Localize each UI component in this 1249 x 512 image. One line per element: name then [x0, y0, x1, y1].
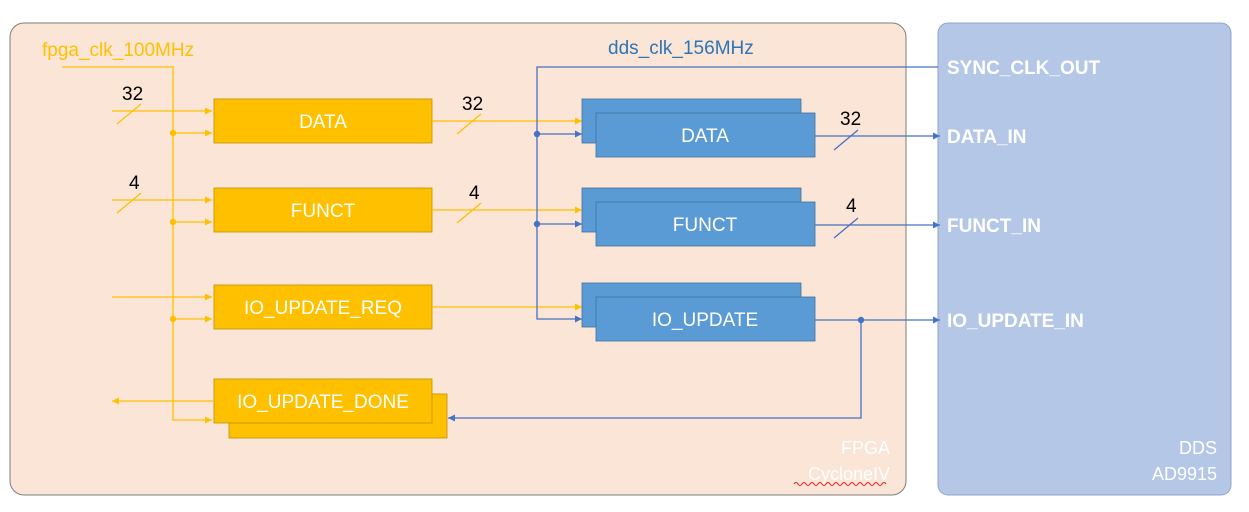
cross-bus-slashes — [456, 113, 482, 224]
data-output-width: 32 — [840, 109, 861, 130]
fpga-input-bus-slashes — [116, 103, 142, 214]
sync-clk-out-pin: SYNC_CLK_OUT — [947, 58, 1100, 79]
fpga-container-part: CycloneIV — [808, 464, 890, 484]
fpga-io-update-done-block — [213, 378, 433, 424]
dds-container-name: DDS — [1179, 438, 1217, 458]
io-update-feedback-junction — [857, 316, 865, 324]
dds-clock-label: dds_clk_156MHz — [608, 38, 754, 59]
dds-output-bus-slashes — [833, 129, 859, 239]
dds-funct-label: FUNCT — [673, 215, 738, 236]
fpga-funct-label: FUNCT — [291, 201, 356, 222]
cross-domain-lines — [432, 117, 582, 311]
dds-container-part: AD9915 — [1152, 464, 1217, 484]
funct-output-width: 4 — [846, 196, 857, 217]
funct-input-width: 4 — [129, 173, 140, 194]
spellcheck-underline — [793, 482, 887, 486]
fpga-data-label: DATA — [299, 112, 347, 133]
fpga-io-update-req-label: IO_UPDATE_REQ — [244, 298, 402, 319]
dds-io-update-block — [595, 296, 816, 342]
fpga-container-name: FPGA — [841, 438, 890, 458]
fpga-clock-junctions — [169, 129, 177, 323]
dds-clock-junctions — [533, 130, 541, 228]
fpga-clock-label: fpga_clk_100MHz — [42, 40, 194, 61]
fpga-io-update-done-label: IO_UPDATE_DONE — [237, 392, 409, 413]
dds-data-block — [595, 112, 816, 158]
data-in-pin: DATA_IN — [947, 127, 1027, 148]
dds-io-update-label: IO_UPDATE — [652, 310, 758, 331]
data-cross-width: 32 — [462, 94, 483, 115]
fpga-input-lines — [112, 107, 213, 405]
fpga-clock-tree — [62, 66, 212, 424]
funct-cross-width: 4 — [469, 183, 480, 204]
dds-output-lines — [448, 132, 940, 422]
fpga-data-block — [213, 98, 433, 144]
dds-funct-block — [595, 201, 816, 247]
io-update-in-pin: IO_UPDATE_IN — [947, 311, 1084, 332]
funct-in-pin: FUNCT_IN — [947, 216, 1041, 237]
data-input-width: 32 — [122, 84, 143, 105]
fpga-container — [9, 22, 907, 496]
dds-container — [937, 22, 1232, 496]
dds-data-label: DATA — [681, 126, 729, 147]
dds-clock-tree — [536, 66, 938, 323]
fpga-io-update-req-block — [213, 284, 433, 330]
